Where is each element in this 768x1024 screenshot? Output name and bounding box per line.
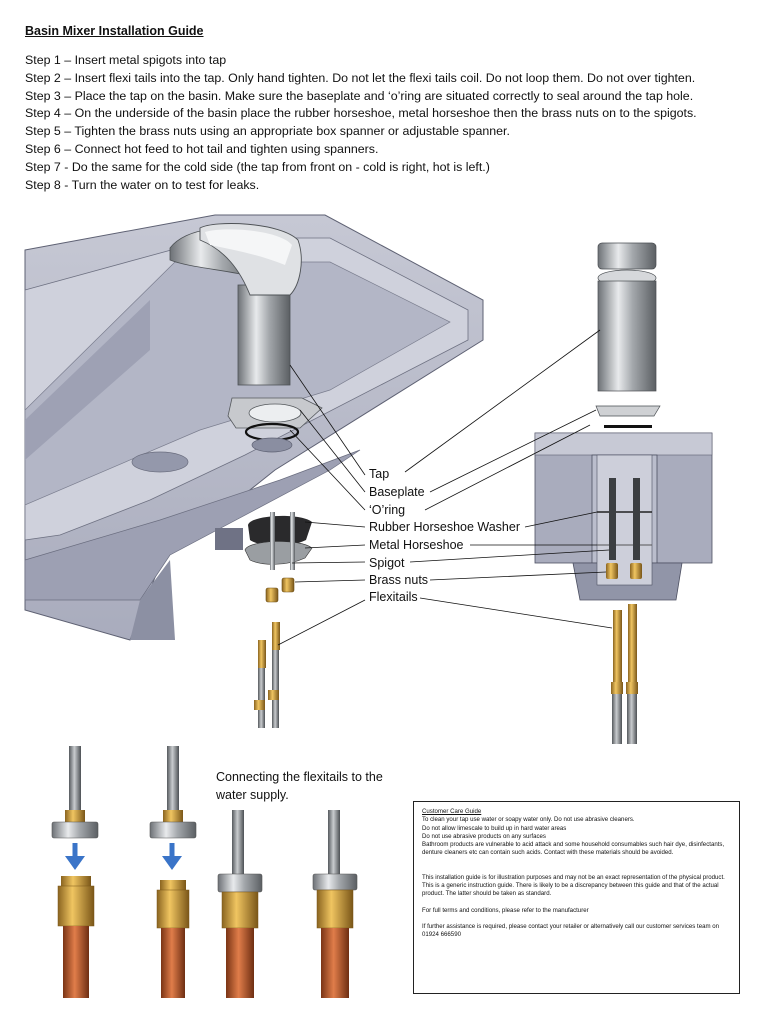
care-disclaimer: This installation guide is for illustrat…	[422, 873, 725, 881]
flexitails-right	[611, 604, 638, 744]
care-contact: If further assistance is required, pleas…	[422, 922, 720, 939]
step-2: Step 2 – Insert flexi tails into the tap…	[25, 70, 696, 85]
label-o-ring: ‘O’ring	[369, 503, 406, 517]
care-terms: For full terms and conditions, please re…	[422, 906, 589, 914]
label-flexitails: Flexitails	[369, 590, 418, 604]
care-line: Bathroom products are vulnerable to acid…	[422, 841, 725, 857]
connection-step-1	[51, 746, 99, 998]
page-title: Basin Mixer Installation Guide	[25, 24, 204, 38]
tap-drawing	[169, 223, 323, 453]
care-title: Customer Care Guide	[422, 808, 482, 815]
tap-body-exploded	[595, 242, 661, 428]
customer-care-box: Customer Care Guide To clean your tap us…	[413, 801, 740, 994]
care-line: Do not allow limescale to build up in ha…	[422, 824, 567, 832]
step-7: Step 7 - Do the same for the cold side (…	[25, 159, 490, 174]
basin-cross-section	[534, 432, 713, 601]
leader-lines	[277, 329, 613, 646]
steps-list: Step 1 – Insert metal spigots into tap S…	[25, 52, 760, 194]
label-spigot: Spigot	[369, 556, 405, 570]
step-3: Step 3 – Place the tap on the basin. Mak…	[25, 88, 694, 103]
connection-step-3	[217, 810, 263, 998]
care-line: To clean your tap use water or soapy wat…	[422, 816, 635, 824]
step-6: Step 6 – Connect hot feed to hot tail an…	[25, 141, 379, 156]
care-disclaimer: This is a generic instruction guide. The…	[422, 882, 719, 898]
care-line: Do not use abrasive products on any surf…	[422, 832, 546, 840]
basin-drawing	[24, 214, 484, 641]
step-1: Step 1 – Insert metal spigots into tap	[25, 53, 227, 67]
label-metal-horseshoe: Metal Horseshoe	[369, 538, 464, 552]
label-brass-nuts: Brass nuts	[369, 573, 429, 587]
step-8: Step 8 - Turn the water on to test for l…	[25, 177, 260, 192]
connection-step-4	[312, 810, 358, 998]
exploded-parts	[244, 512, 313, 728]
label-tap: Tap	[369, 467, 390, 481]
step-5: Step 5 – Tighten the brass nuts using an…	[25, 124, 510, 139]
connection-step-2	[149, 746, 197, 998]
step-4: Step 4 – On the underside of the basin p…	[25, 106, 697, 121]
connect-caption: Connecting the flexitails to the water s…	[216, 770, 383, 802]
label-baseplate: Baseplate	[369, 485, 425, 499]
label-rubber-horseshoe-washer: Rubber Horseshoe Washer	[369, 520, 520, 534]
